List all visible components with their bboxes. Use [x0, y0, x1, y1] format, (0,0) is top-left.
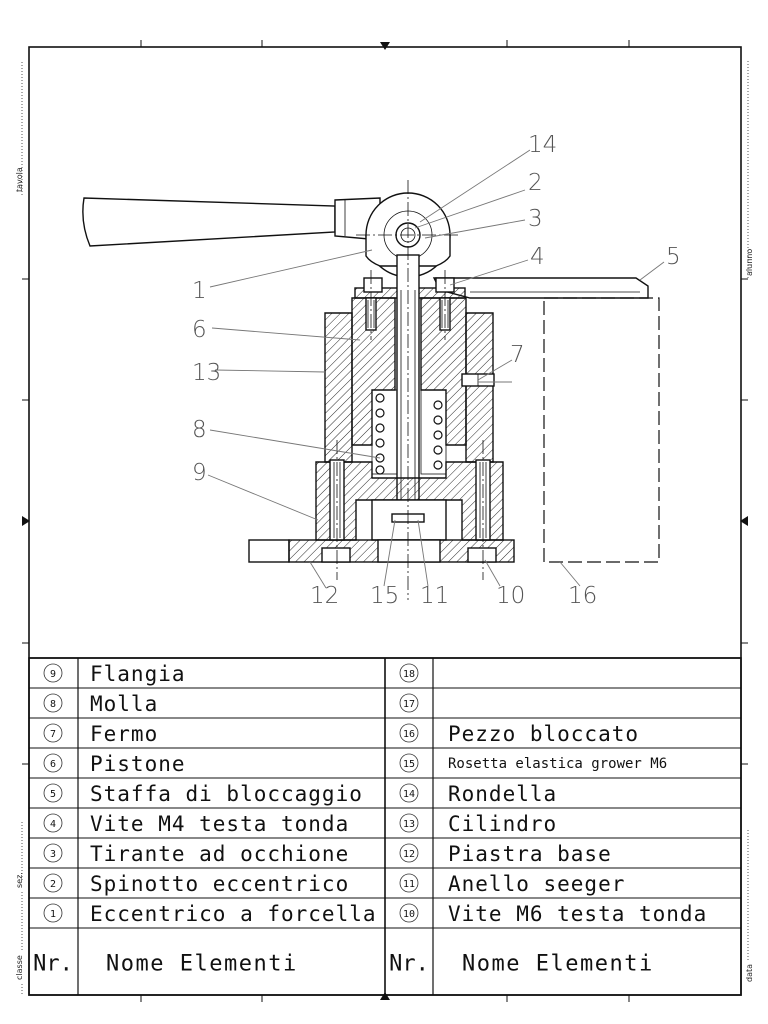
bom-number-circle	[399, 753, 419, 773]
bom-name: Rondella	[448, 782, 557, 806]
bom-name: Cilindro	[448, 812, 557, 836]
bom-name: Staffa di bloccaggio	[90, 782, 363, 806]
bom-name: Flangia	[90, 662, 186, 686]
bom-number-circle	[43, 843, 63, 863]
frame-ticks	[22, 40, 748, 1002]
data-label: data	[745, 964, 754, 982]
tavola-label: tavola	[15, 167, 24, 192]
callout-numbers: 1 2 3 4 5 6 7 8 9 10 11 12 13 14 15 16	[192, 132, 681, 609]
callout-9: 9	[192, 460, 207, 486]
bom-name: Vite M4 testa tonda	[90, 812, 349, 836]
leader-lines	[207, 149, 665, 589]
callout-16: 16	[568, 583, 597, 609]
bom-number-circle	[43, 873, 63, 893]
bom-number: 3	[50, 849, 56, 860]
bom-name: Molla	[90, 692, 158, 716]
bom-number: 14	[403, 789, 415, 800]
sez-label: sez.	[15, 872, 24, 888]
bom-number: 15	[403, 759, 415, 770]
bom-number: 13	[403, 819, 415, 830]
bom-header-name-left: Nome Elementi	[106, 952, 298, 977]
clamp-bar	[432, 277, 649, 299]
alunno-label: alunno	[745, 249, 754, 276]
lever-handle	[82, 197, 336, 247]
bom-name: Tirante ad occhione	[90, 842, 349, 866]
bom-number-circle	[43, 903, 63, 923]
callout-13: 13	[192, 360, 221, 386]
centering-arrows	[22, 42, 748, 1000]
callout-2: 2	[528, 170, 543, 196]
bom-number-circle	[399, 723, 419, 743]
callout-3: 3	[528, 206, 543, 232]
callout-6: 6	[192, 317, 207, 343]
bom-name: Eccentrico a forcella	[90, 902, 377, 926]
base-plate	[248, 539, 290, 563]
bom-number-circle	[399, 813, 419, 833]
cylinder-body	[324, 312, 353, 463]
bom-number: 16	[403, 729, 415, 740]
assembly-drawing: 1 2 3 4 5 6 7 8 9 10 11 12 13 14 15 16	[82, 132, 681, 609]
bom-number-circle	[399, 663, 419, 683]
callout-7: 7	[510, 342, 525, 368]
bom-number: 6	[50, 759, 56, 770]
bom-header-nr-left: Nr.	[33, 952, 73, 977]
bom-number-circle	[43, 753, 63, 773]
bom-number-circle	[399, 693, 419, 713]
bom-number-circle	[399, 843, 419, 863]
bom-number: 1	[50, 909, 56, 920]
bom-number: 11	[403, 879, 415, 890]
bom-number-circle	[43, 783, 63, 803]
callout-5: 5	[666, 244, 681, 270]
bom-number: 18	[403, 669, 415, 680]
bom-number-circle	[399, 783, 419, 803]
bom-name: Spinotto eccentrico	[90, 872, 349, 896]
callout-1: 1	[192, 278, 207, 304]
callout-11: 11	[420, 583, 449, 609]
bom-name: Pistone	[90, 752, 186, 776]
bom-number: 5	[50, 789, 56, 800]
bom-name: Vite M6 testa tonda	[448, 902, 707, 926]
bom-name: Piastra base	[448, 842, 612, 866]
classe-label: classe	[15, 955, 24, 980]
bom-number-circle	[399, 873, 419, 893]
bom-number: 9	[50, 669, 56, 680]
clamped-part	[543, 297, 660, 563]
bom-number: 7	[50, 729, 56, 740]
bom-number: 8	[50, 699, 56, 710]
bom-header-name-right: Nome Elementi	[462, 952, 654, 977]
callout-10: 10	[496, 583, 525, 609]
callout-15: 15	[370, 583, 399, 609]
bom-number-circle	[399, 903, 419, 923]
bom-number-circle	[43, 723, 63, 743]
bom-name: Anello seeger	[448, 872, 625, 896]
bom-name: Fermo	[90, 722, 158, 746]
bom-number: 12	[403, 849, 415, 860]
bom-number-circle	[43, 813, 63, 833]
bom-name: Pezzo bloccato	[448, 722, 639, 746]
bom-number: 10	[403, 909, 415, 920]
bom-number: 2	[50, 879, 56, 890]
bom-number: 4	[50, 819, 56, 830]
bom-number-circle	[43, 663, 63, 683]
callout-4: 4	[530, 244, 545, 270]
callout-8: 8	[192, 417, 207, 443]
callout-14: 14	[528, 132, 557, 158]
bom-name: Rosetta elastica grower M6	[448, 756, 667, 772]
callout-12: 12	[310, 583, 339, 609]
bom-number-circle	[43, 693, 63, 713]
side-fields: tavola alunno sez. classe data	[15, 60, 754, 994]
bom-number: 17	[403, 699, 415, 710]
bom-header-nr-right: Nr.	[389, 952, 429, 977]
